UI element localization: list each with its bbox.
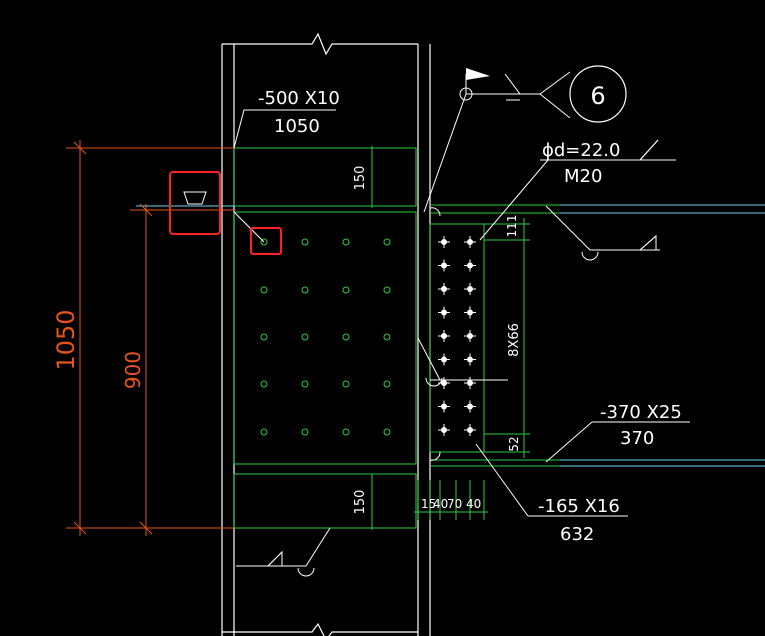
- beam: [136, 204, 765, 467]
- flange-plate-spec: -370 X25: [600, 402, 682, 423]
- web-bolt: [464, 283, 476, 295]
- bottom-spacing-1: 15: [421, 497, 436, 511]
- column: [221, 44, 431, 636]
- web-bolt: [464, 377, 476, 389]
- edge-top-dim: 111: [505, 215, 519, 238]
- web-bolt: [464, 306, 476, 319]
- bolt-grade: M20: [564, 166, 602, 187]
- web-bolt: [464, 400, 476, 413]
- web-bolt: [438, 400, 450, 413]
- highlight-weld-box: [169, 171, 221, 235]
- overall-height-dim: 1050: [52, 309, 80, 370]
- annotations: -500 X10 1050 ɸd=22.0 M20 -370 X25 370 -…: [52, 88, 682, 545]
- web-bolt: [438, 283, 450, 295]
- section-marker-icon: 6: [569, 65, 627, 123]
- web-bolt: [438, 236, 450, 248]
- bolt-spacing-dim: 8X66: [507, 323, 522, 357]
- flange-plate-length: 370: [620, 428, 654, 449]
- bottom-stiffener-dim: 150: [353, 490, 368, 515]
- web-bolt: [464, 259, 476, 272]
- web-plate-spec: -165 X16: [538, 496, 620, 517]
- shear-tab-plate: [429, 223, 485, 453]
- weld-triangles: [267, 139, 659, 567]
- bolt-zone-height-dim: 900: [121, 351, 145, 389]
- top-stiffener-dim: 150: [353, 166, 368, 191]
- highlight-bolt-box: [250, 227, 282, 255]
- top-plate-spec: -500 X10: [258, 88, 340, 109]
- web-bolt: [464, 330, 476, 342]
- web-bolt: [438, 306, 450, 319]
- web-bolt: [438, 353, 450, 366]
- weld-flag-icon: [466, 68, 490, 80]
- web-bolt: [464, 353, 476, 366]
- section-number: 6: [590, 82, 605, 110]
- bottom-spacing-2: 40: [433, 497, 448, 511]
- bolt-diameter: ɸd=22.0: [542, 140, 620, 161]
- leaders: [233, 71, 690, 567]
- bottom-stiffener-plate: [233, 473, 417, 529]
- web-bolt: [438, 330, 450, 342]
- plates: [233, 146, 560, 530]
- web-plate-length: 632: [560, 524, 594, 545]
- top-stiffener-plate: [233, 147, 417, 207]
- highlights: [169, 171, 282, 255]
- bottom-spacing-4: 40: [466, 497, 481, 511]
- web-bolt: [438, 259, 450, 272]
- end-plate-bolt-holes: [260, 238, 391, 436]
- web-bolt: [464, 424, 476, 436]
- weld-symbols: [297, 87, 599, 577]
- web-bolt: [464, 236, 476, 248]
- web-bolt: [438, 424, 450, 436]
- left-dimensions: [66, 140, 234, 536]
- edge-bottom-dim: 52: [507, 436, 521, 451]
- bottom-spacing-3: 70: [447, 497, 462, 511]
- top-plate-length: 1050: [274, 116, 320, 137]
- break-line-icon: [222, 32, 418, 636]
- weld-trapezoid-icon: [183, 191, 207, 205]
- web-bolts: [438, 236, 476, 436]
